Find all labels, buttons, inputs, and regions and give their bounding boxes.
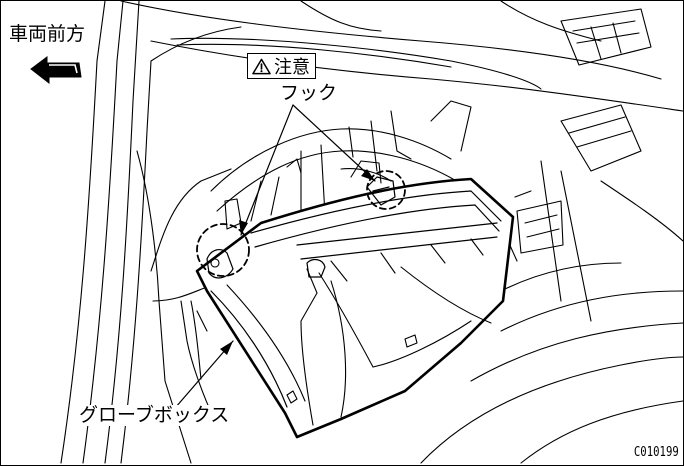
caution-label: 注意 (274, 57, 310, 78)
a-pillar (60, 1, 242, 464)
left-trim (150, 168, 232, 464)
front-direction-arrow-icon (30, 56, 82, 85)
figure-code: C010199 (634, 445, 679, 460)
warning-triangle-icon (252, 58, 271, 74)
hook-circle-right (366, 170, 406, 210)
floor-contours (420, 262, 683, 464)
dashboard-top (120, 1, 683, 112)
leader-arrowheads (220, 169, 375, 355)
leader-lines (168, 104, 376, 416)
hook-detail (366, 176, 396, 206)
glove-box-label: グローブボックス (77, 404, 232, 426)
hook-label: フック (277, 83, 341, 104)
dash-cavity (210, 100, 472, 230)
hook-circle-left (196, 223, 250, 277)
right-panel (540, 8, 683, 322)
vehicle-front-label: 車両前方 (7, 23, 88, 45)
glove-box (195, 177, 515, 439)
caution-box: 注意 (247, 53, 316, 79)
